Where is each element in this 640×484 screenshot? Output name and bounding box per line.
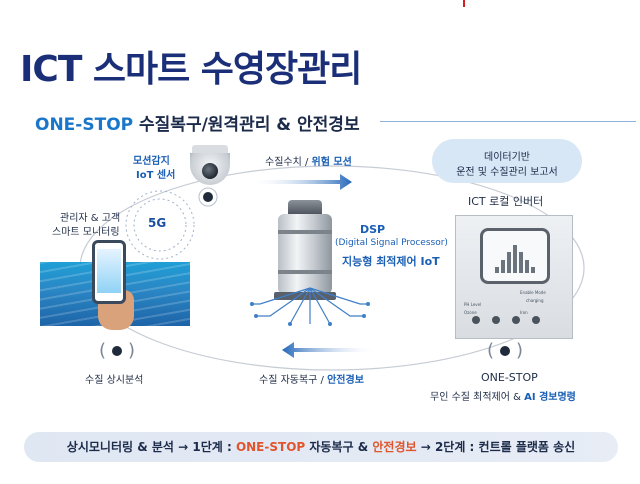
top-red-mark [463, 0, 465, 7]
summary-part-5: → 2단계 : 컨트롤 플랫폼 송신 [416, 440, 576, 454]
inverter-label-iron: Iron [520, 310, 528, 315]
water-analysis-label: 수질 상시분석 [85, 375, 144, 386]
motion-sensor-label-2: IoT 센서 [136, 170, 176, 181]
bottom-flow-highlight: 안전경보 [327, 375, 364, 386]
inverter-label-ph: PH Level [464, 302, 482, 307]
data-report-bubble: 데이터기반 운전 및 수질관리 보고서 [432, 139, 582, 183]
subtitle-rest: 수질복구/원격관리 & 안전경보 [133, 115, 360, 135]
top-flow-label: 수질수치 / 위험 모션 [265, 153, 352, 168]
motion-sensor-label-1: 모션감지 [133, 156, 170, 167]
data-report-line-1: 데이터기반 [484, 152, 530, 163]
summary-bar: 상시모니터링 & 분석 → 1단계 : ONE-STOP 자동복구 & 안전경보… [24, 432, 618, 462]
subtitle-divider [380, 121, 636, 122]
inverter-title: ICT 로컬 인버터 [468, 195, 544, 208]
one-stop-description: 무인 수질 최적제어 & AI 경보명령 [430, 388, 576, 403]
inverter-label-mode: Enable Mode [520, 290, 546, 295]
inverter-knob [492, 316, 500, 324]
inverter-knob [472, 316, 480, 324]
section-subtitle: ONE-STOP 수질복구/원격관리 & 안전경보 [35, 110, 360, 135]
summary-text: 상시모니터링 & 분석 → 1단계 : ONE-STOP 자동복구 & 안전경보… [24, 432, 618, 462]
manager-label-1: 관리자 & 고객 [60, 213, 121, 224]
manager-label-2: 스마트 모니터링 [52, 227, 120, 238]
one-stop-title: ONE-STOP [481, 371, 538, 384]
network-5g-label: 5G [148, 216, 167, 230]
flow-arrow-top [250, 174, 352, 190]
circuit-board-image [250, 287, 370, 326]
one-stop-signal-icon: () [487, 340, 524, 361]
dsp-subtitle: (Digital Signal Processor) [335, 238, 448, 248]
inverter-panel: Enable Mode charging PH Level Ozone Iron [462, 290, 566, 322]
top-flow-highlight: 위험 모션 [311, 157, 352, 168]
dsp-title: DSP [360, 223, 386, 236]
page-title: ICT 스마트 수영장관리 [20, 49, 362, 90]
subtitle-accent: ONE-STOP [35, 115, 134, 135]
bottom-flow-label: 수질 자동복구 / 안전경보 [259, 371, 364, 386]
dsp-description: 지능형 최적제어 IoT [342, 255, 440, 268]
camera-sensor-image [188, 145, 232, 185]
flow-diagram [79, 165, 585, 371]
inverter-label-charging: charging [526, 298, 544, 303]
one-stop-highlight: AI 경보명령 [524, 392, 576, 403]
inverter-label-ozone: Ozone [464, 310, 477, 315]
inverter-display [480, 228, 550, 284]
data-report-line-2: 운전 및 수질관리 보고서 [456, 167, 558, 178]
one-stop-prefix: 무인 수질 최적제어 & [430, 392, 525, 403]
summary-part-3: 자동복구 & [305, 440, 373, 454]
bottom-flow-prefix: 수질 자동복구 / [259, 375, 328, 386]
top-flow-prefix: 수질수치 / [265, 157, 312, 168]
inverter-device-image: Enable Mode charging PH Level Ozone Iron [455, 215, 573, 339]
sensor-node [203, 192, 213, 202]
flow-arrow-bottom [282, 342, 378, 358]
summary-part-1: 상시모니터링 & 분석 → 1단계 : [66, 440, 236, 454]
summary-part-2: ONE-STOP [235, 440, 306, 454]
smartphone-image [92, 240, 126, 304]
inverter-knob [532, 316, 540, 324]
analysis-signal-icon: () [99, 340, 136, 361]
network-ring [125, 190, 195, 260]
inverter-knob [512, 316, 520, 324]
summary-part-4: 안전경보 [372, 440, 417, 454]
